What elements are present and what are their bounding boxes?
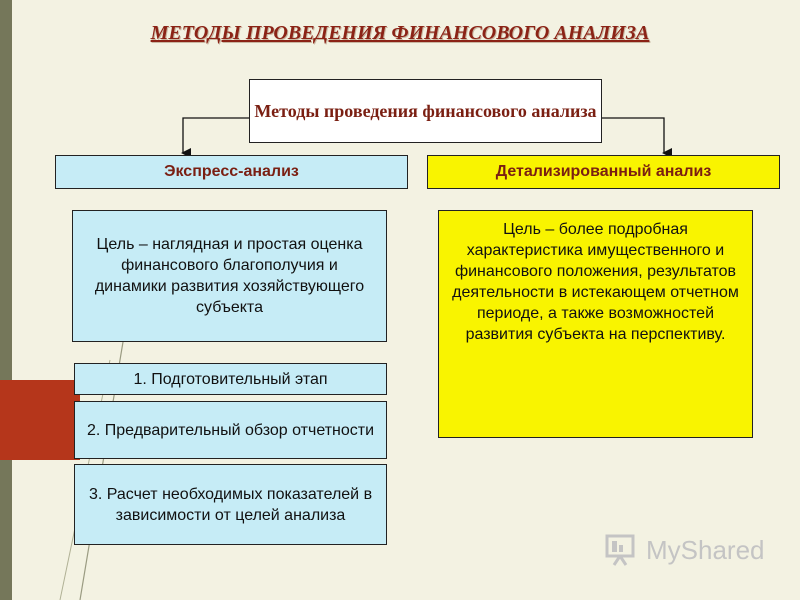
myshared-logo: MyShared bbox=[604, 533, 765, 567]
red-side-tab bbox=[0, 380, 80, 460]
arrow-to-detailed bbox=[602, 117, 672, 158]
step-calculation: 3. Расчет необходимых показателей в зави… bbox=[74, 464, 387, 545]
arrow-to-express bbox=[181, 117, 249, 158]
step-preparatory: 1. Подготовительный этап bbox=[74, 363, 387, 395]
express-analysis-box: Экспресс-анализ bbox=[55, 155, 408, 189]
presentation-board-icon bbox=[605, 534, 635, 566]
step-preliminary-review: 2. Предварительный обзор отчетности bbox=[74, 401, 387, 459]
express-goal-box: Цель – наглядная и простая оценка финанс… bbox=[72, 210, 387, 342]
slide-title: МЕТОДЫ ПРОВЕДЕНИЯ ФИНАНСОВОГО АНАЛИЗА bbox=[150, 22, 650, 44]
detailed-goal-box: Цель – более подробная характеристика им… bbox=[438, 210, 753, 438]
detailed-analysis-box: Детализированный анализ bbox=[427, 155, 780, 189]
root-methods-box: Методы проведения финансового анализа bbox=[249, 79, 602, 143]
logo-text: MyShared bbox=[646, 534, 765, 565]
